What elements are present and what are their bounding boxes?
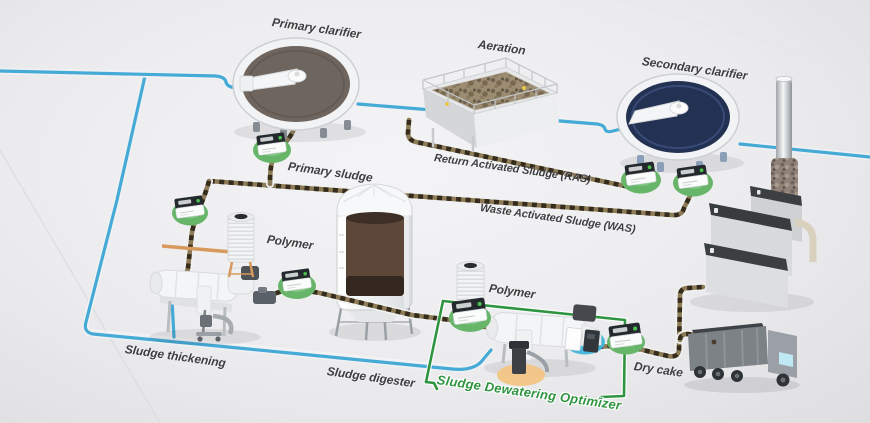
secondary-clarifier xyxy=(616,73,744,173)
valmet-sensor-icon xyxy=(607,321,643,349)
valmet-sensor-icon xyxy=(450,296,488,326)
thickener-motor xyxy=(241,266,259,280)
effluent-water-line xyxy=(736,140,870,161)
aeration-basin xyxy=(421,57,559,152)
valmet-sensor-icon xyxy=(623,160,657,187)
sensor-badge xyxy=(449,296,491,332)
polymer-dosing-bar xyxy=(161,244,233,254)
dosing-pump xyxy=(509,341,550,374)
dome-seams xyxy=(342,184,407,203)
basin-railing xyxy=(422,57,559,114)
polymer-tank-1 xyxy=(161,212,255,278)
filtrate-return-line xyxy=(82,72,495,373)
pump-highlight xyxy=(497,364,545,386)
primary-clarifier xyxy=(232,37,366,142)
sensor-badge xyxy=(172,194,208,226)
valmet-sensor-icon xyxy=(255,131,288,156)
sensor-badge xyxy=(253,131,291,163)
sensor-badge xyxy=(673,163,713,197)
pump-trolley xyxy=(196,309,234,342)
clarified-water-line xyxy=(354,100,625,135)
dump-truck xyxy=(684,323,800,393)
sludge-digester xyxy=(329,183,421,341)
valmet-sensor-icon xyxy=(173,194,206,219)
sludge-thickener xyxy=(149,266,276,345)
chimney xyxy=(776,78,792,166)
sludge-drop xyxy=(711,339,717,345)
valmet-sensor-icon xyxy=(675,163,709,190)
tank-stand xyxy=(227,261,255,278)
optimizer-frame xyxy=(423,298,628,406)
centrifuge-motor xyxy=(572,304,597,322)
aerator-dot xyxy=(522,86,526,90)
sensor-badge xyxy=(621,160,661,194)
incinerator-building xyxy=(690,76,817,312)
windshield xyxy=(779,352,793,367)
bed-ribs xyxy=(705,327,759,370)
polymer-controller xyxy=(564,327,600,353)
influent-water-line xyxy=(0,67,245,92)
sensor-badge xyxy=(607,321,645,355)
skimmer-arm xyxy=(628,100,689,125)
basin-drain-stubs xyxy=(431,128,475,152)
feed-pump xyxy=(253,291,276,304)
dewatering-centrifuge xyxy=(484,304,605,386)
skimmer-arm xyxy=(239,68,307,92)
level-marks xyxy=(339,234,344,269)
exhaust-duct xyxy=(794,218,817,262)
sensor-badge xyxy=(278,267,316,299)
valmet-sensor-icon xyxy=(280,267,313,292)
aerator-dot xyxy=(445,102,449,106)
sensor-badges xyxy=(172,131,713,355)
